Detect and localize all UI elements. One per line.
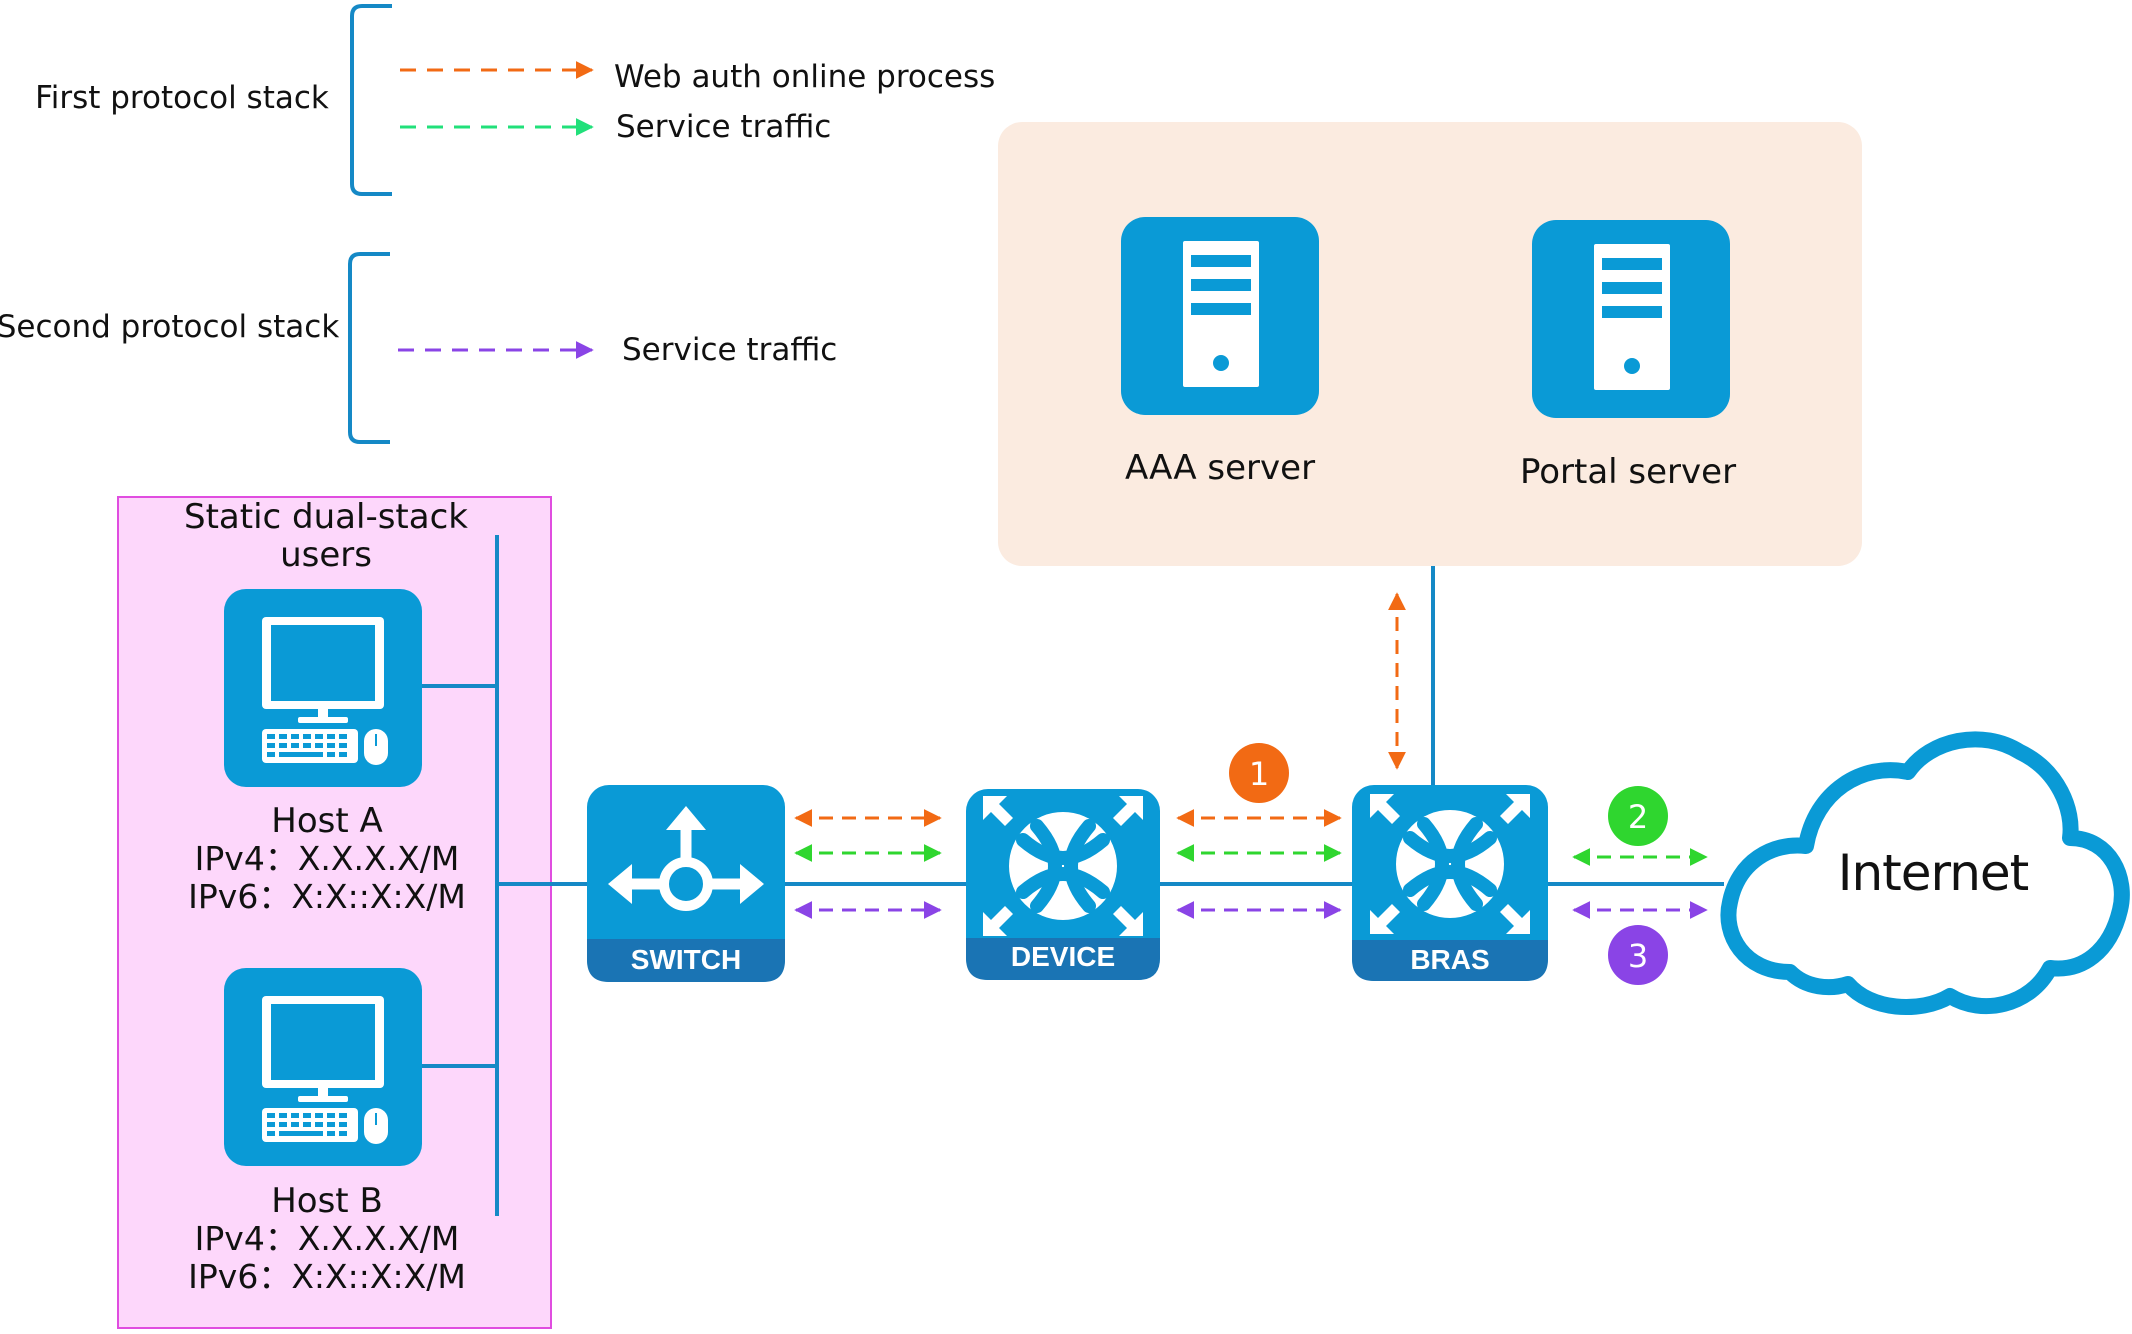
switch-arrows-icon xyxy=(608,806,764,911)
legend-first-stack-label: First protocol stack xyxy=(35,80,329,116)
step-marker-2-circle xyxy=(1608,786,1668,846)
host-b-ipv4: IPv4：X.X.X.X/M xyxy=(195,1219,460,1258)
portal-server-icon xyxy=(1532,220,1730,418)
legend-second-stack-label: Second protocol stack xyxy=(0,309,339,345)
legend-service-traffic-label-1: Service traffic xyxy=(616,109,831,145)
bras-label: BRAS xyxy=(1410,944,1489,975)
step-marker-2-label: 2 xyxy=(1628,798,1648,836)
host-a-ipv6: IPv6：X:X::X:X/M xyxy=(188,877,466,916)
step-marker-3-label: 3 xyxy=(1628,937,1648,975)
users-title-line2: users xyxy=(280,535,372,575)
legend-first-bracket xyxy=(350,4,392,196)
switch-bottom-band xyxy=(587,939,785,982)
switch-icon xyxy=(587,785,785,982)
host-a-computer-icon[interactable] xyxy=(224,589,422,787)
legend-service-traffic-label-2: Service traffic xyxy=(622,332,837,368)
legend: First protocol stack Web auth online pro… xyxy=(0,4,995,444)
host-a-name: Host A xyxy=(271,801,382,841)
traffic-arrows xyxy=(794,592,1708,919)
step-marker-1: 1 xyxy=(1229,743,1289,803)
host-b-computer-icon[interactable] xyxy=(224,968,422,1166)
legend-web-auth-label: Web auth online process xyxy=(614,59,995,95)
host-b-name: Host B xyxy=(271,1181,383,1221)
device-label: DEVICE xyxy=(1011,941,1115,972)
switch-label: SWITCH xyxy=(631,944,741,975)
internet-cloud[interactable]: Internet xyxy=(1720,731,2130,1015)
host-a-ipv4: IPv4：X.X.X.X/M xyxy=(195,839,460,878)
step-marker-1-label: 1 xyxy=(1249,755,1269,793)
internet-label: Internet xyxy=(1838,844,2029,902)
step-marker-3-circle xyxy=(1608,925,1668,985)
users-title-line1: Static dual-stack xyxy=(184,497,468,537)
bras-node[interactable]: BRAS xyxy=(1352,785,1548,981)
device-bottom-band xyxy=(966,938,1160,980)
bras-bottom-band xyxy=(1352,940,1548,981)
portal-server-label: Portal server xyxy=(1520,452,1736,492)
device-node[interactable]: DEVICE xyxy=(966,789,1160,980)
step-marker-2: 2 xyxy=(1608,786,1668,846)
connection-lines xyxy=(422,535,1724,1216)
aaa-server-label: AAA server xyxy=(1125,448,1315,488)
aaa-server-icon xyxy=(1121,217,1319,415)
step-marker-3: 3 xyxy=(1608,925,1668,985)
legend-second-bracket xyxy=(348,252,390,444)
switch-node[interactable]: SWITCH xyxy=(587,785,785,982)
host-b-ipv6: IPv6：X:X::X:X/M xyxy=(188,1257,466,1296)
cloud-icon xyxy=(1720,731,2130,1015)
step-marker-1-circle xyxy=(1229,743,1289,803)
